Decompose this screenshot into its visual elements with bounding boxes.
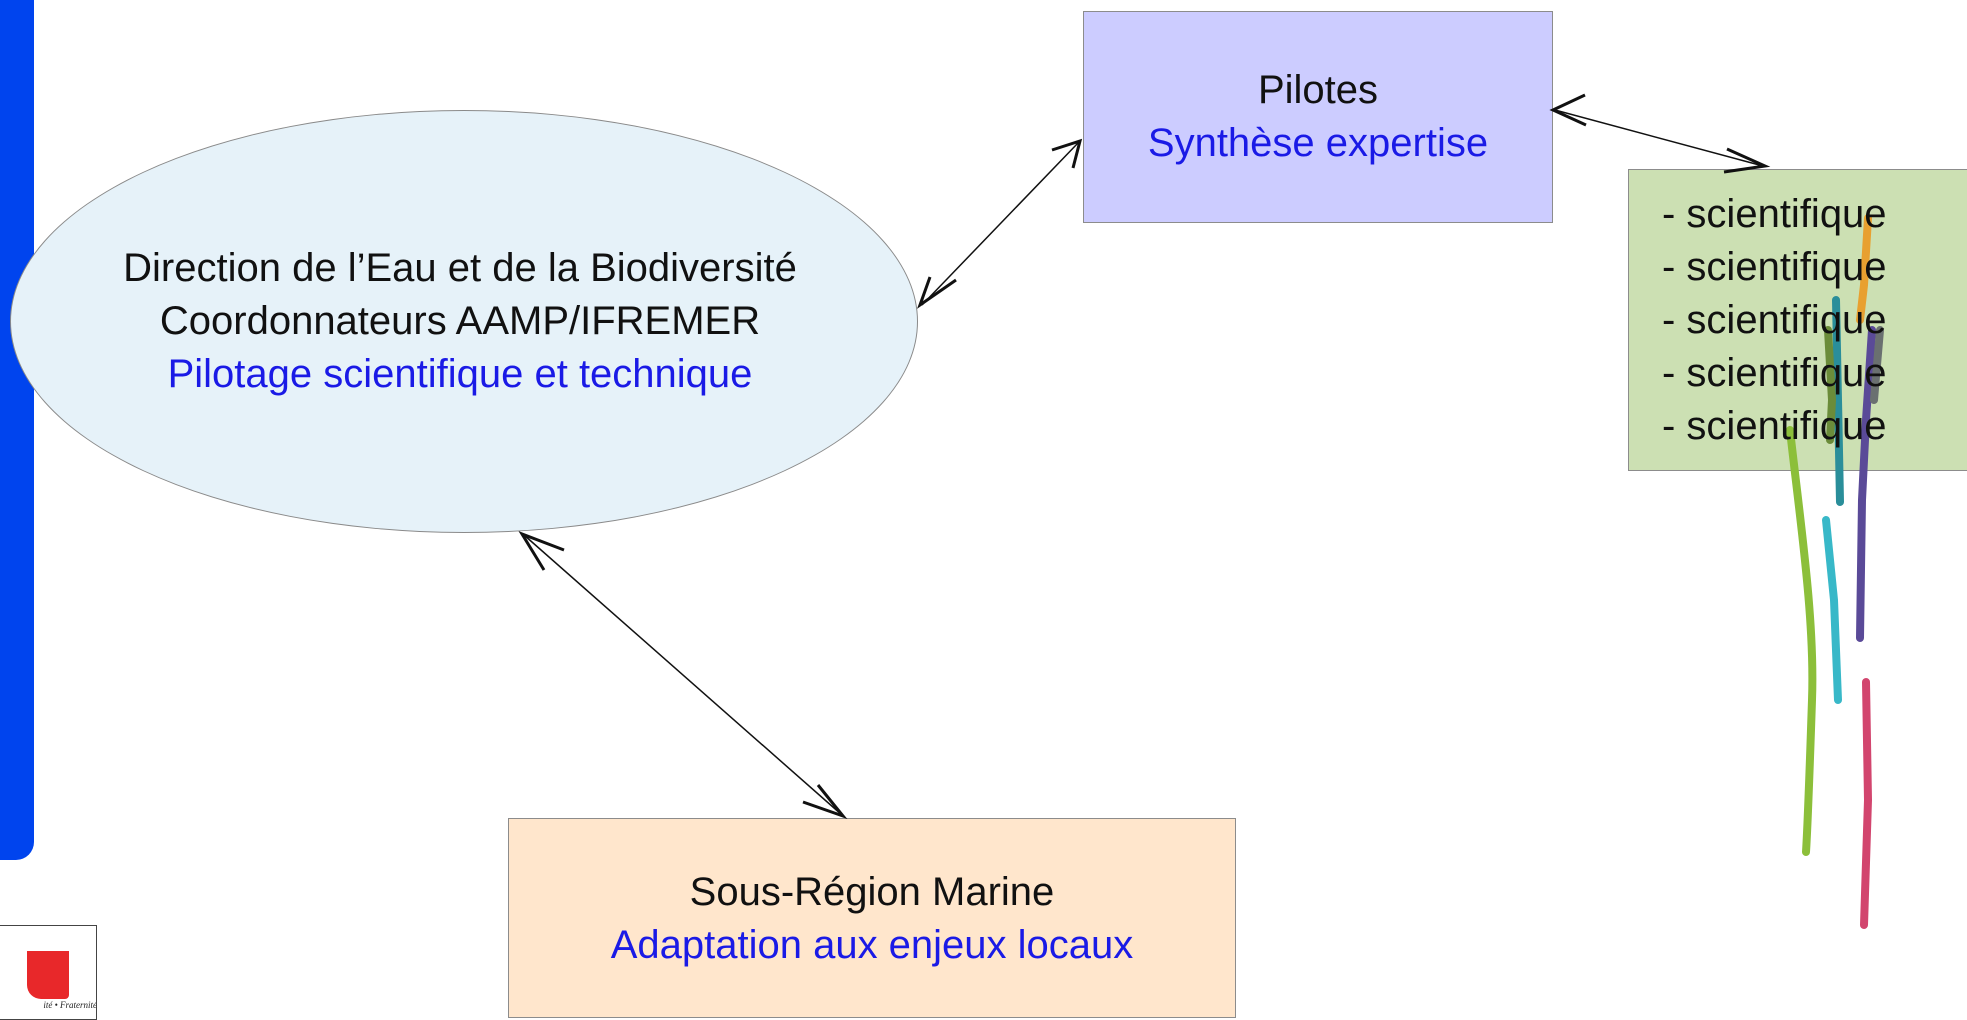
arrowhead-experts-end xyxy=(1723,147,1771,174)
arrowhead-ellipse-bottom xyxy=(518,531,565,571)
marianne-logo-icon xyxy=(27,951,69,999)
stroke-green xyxy=(1786,426,1817,856)
stroke-grey xyxy=(1870,326,1884,404)
arrowhead-pilotes-end xyxy=(1051,138,1083,169)
region-subtitle: Adaptation aux enjeux locaux xyxy=(610,923,1134,967)
pilotes-subtitle: Synthèse expertise xyxy=(1147,121,1489,165)
region-title: Sous-Région Marine xyxy=(689,870,1055,914)
experts-item: - scientifique xyxy=(1662,298,1887,342)
region-box xyxy=(508,818,1236,1018)
left-blue-bar xyxy=(0,0,34,860)
republique-logo: ité • Fraternité xyxy=(0,925,97,1020)
stroke-cyan xyxy=(1822,516,1842,704)
arrowhead-region-end xyxy=(802,784,848,820)
experts-item: - scientifique xyxy=(1662,404,1887,448)
region-text: Sous-Région Marine Adaptation aux enjeux… xyxy=(508,866,1236,972)
coordination-line-direction: Direction de l’Eau et de la Biodiversité xyxy=(123,246,797,290)
pilotes-text: Pilotes Synthèse expertise xyxy=(1083,64,1553,170)
logo-motto: ité • Fraternité xyxy=(43,1000,97,1010)
pilotes-title: Pilotes xyxy=(1257,68,1379,112)
arrowhead-pilotes-left xyxy=(1549,93,1587,127)
stroke-teal xyxy=(1832,296,1844,506)
experts-item: - scientifique xyxy=(1662,351,1887,395)
stroke-violet xyxy=(1856,326,1876,642)
coordination-line-coordonnateurs: Coordonnateurs AAMP/IFREMER xyxy=(159,299,761,343)
experts-list: - scientifique - scientifique - scientif… xyxy=(1662,188,1887,453)
stroke-orange xyxy=(1856,214,1872,324)
arrow-pilotes-experts xyxy=(1554,109,1764,167)
experts-box xyxy=(1628,169,1967,471)
stroke-pink xyxy=(1860,678,1873,929)
experts-item: - scientifique xyxy=(1662,245,1887,289)
arrow-ellipse-pilotes xyxy=(921,142,1079,306)
coordination-text: Direction de l’Eau et de la Biodiversité… xyxy=(55,242,865,401)
coordination-ellipse xyxy=(10,110,918,533)
stroke-olive xyxy=(1824,326,1837,444)
coordination-line-pilotage: Pilotage scientifique et technique xyxy=(167,352,753,396)
experts-item: - scientifique xyxy=(1662,192,1887,236)
pilotes-box xyxy=(1083,11,1553,223)
arrowhead-ellipse-end xyxy=(917,276,957,309)
arrow-ellipse-region xyxy=(523,534,843,816)
